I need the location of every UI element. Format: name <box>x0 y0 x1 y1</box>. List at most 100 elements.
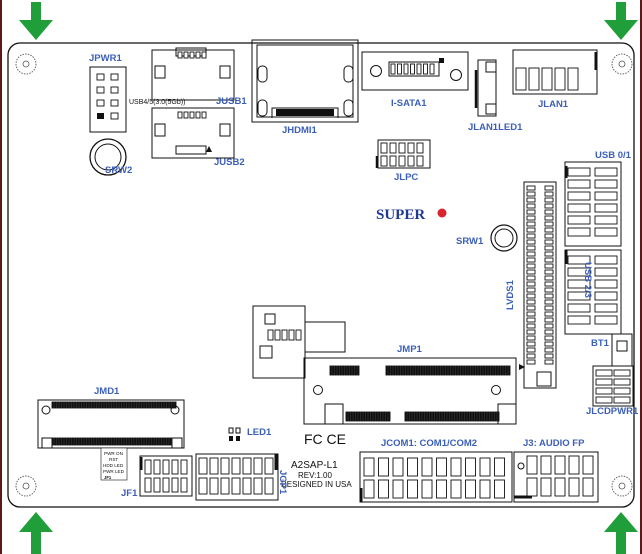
label-jgp1: JGP1 <box>277 470 288 495</box>
mounting-holes <box>15 53 633 497</box>
pin <box>483 365 486 376</box>
pin <box>413 365 416 376</box>
pin <box>420 365 423 376</box>
pin <box>79 401 82 409</box>
jlan1led1-connector <box>474 59 497 117</box>
pin <box>494 457 505 477</box>
pin <box>114 401 117 409</box>
pin <box>363 411 366 422</box>
jusb2-connector <box>151 107 235 159</box>
pin <box>111 437 114 446</box>
label-jcom1: JCOM1: COM1/COM2 <box>381 438 477 449</box>
jcom1-header <box>359 451 513 503</box>
pin <box>450 457 462 477</box>
jf1-pin-0: PWR ON <box>104 451 123 456</box>
pin <box>183 51 189 59</box>
pin <box>432 411 435 422</box>
pin <box>567 267 591 277</box>
pin <box>180 459 188 475</box>
pin <box>567 191 591 201</box>
pin <box>51 401 54 409</box>
pin <box>146 401 149 409</box>
mounting-hole-icon <box>611 475 633 497</box>
pin <box>64 401 67 409</box>
board-model: A2SAP-L1 <box>291 460 338 471</box>
pin <box>544 341 554 347</box>
label-jlcdpwr1: JLCDPWR1 <box>586 406 639 417</box>
pin <box>613 396 631 404</box>
mounting-hole-icon <box>15 475 37 497</box>
pin <box>416 63 422 75</box>
pin <box>94 401 97 409</box>
pin <box>111 401 114 409</box>
pin <box>567 167 591 177</box>
pin <box>89 401 92 409</box>
pin <box>198 457 208 475</box>
pin <box>544 281 554 287</box>
pin <box>86 437 89 446</box>
pin <box>526 239 536 245</box>
pin <box>436 457 447 477</box>
pin <box>349 365 352 376</box>
pin <box>442 411 445 422</box>
pin <box>544 185 554 191</box>
pin <box>421 457 433 477</box>
pin <box>526 245 536 251</box>
pin <box>595 369 613 377</box>
pin <box>119 401 122 409</box>
pin <box>526 455 538 475</box>
pin <box>370 411 373 422</box>
pin <box>544 203 554 209</box>
pin <box>407 142 415 154</box>
pin <box>81 437 84 446</box>
pin <box>166 437 169 446</box>
pin <box>253 477 263 495</box>
pin <box>136 437 139 446</box>
pin <box>594 255 618 265</box>
pin <box>544 233 554 239</box>
pin <box>541 67 553 91</box>
pin <box>526 281 536 287</box>
pin <box>488 365 491 376</box>
pin <box>544 197 554 203</box>
pin <box>526 347 536 353</box>
jf1-header <box>139 455 193 497</box>
pin <box>375 411 378 422</box>
pin <box>56 401 59 409</box>
pin <box>124 401 127 409</box>
jf1-block-label: JF1 <box>104 475 112 480</box>
pin <box>544 311 554 317</box>
pin <box>124 437 127 446</box>
pin <box>419 411 422 422</box>
pin <box>595 378 613 386</box>
label-jmp1: JMP1 <box>397 344 423 355</box>
pin <box>81 401 84 409</box>
pin <box>389 155 397 167</box>
pin <box>503 365 506 376</box>
pin <box>126 401 129 409</box>
pin <box>342 365 345 376</box>
pin <box>423 365 426 376</box>
pin <box>567 315 591 325</box>
pin <box>428 365 431 376</box>
pin <box>427 411 430 422</box>
pin <box>274 329 281 341</box>
pin <box>363 479 375 499</box>
label-jusb2: JUSB2 <box>214 157 245 168</box>
pin <box>567 179 591 189</box>
pin <box>389 142 397 154</box>
pin <box>61 437 64 446</box>
pin <box>354 365 357 376</box>
pin <box>231 457 241 475</box>
pin <box>288 329 295 341</box>
pin <box>448 365 451 376</box>
label-jlan1led1: JLAN1LED1 <box>468 122 523 133</box>
pin <box>398 155 406 167</box>
pin <box>463 365 466 376</box>
pin <box>350 411 353 422</box>
pin <box>91 401 94 409</box>
pin <box>450 365 453 376</box>
pin <box>526 323 536 329</box>
pin <box>544 287 554 293</box>
pin <box>79 437 82 446</box>
